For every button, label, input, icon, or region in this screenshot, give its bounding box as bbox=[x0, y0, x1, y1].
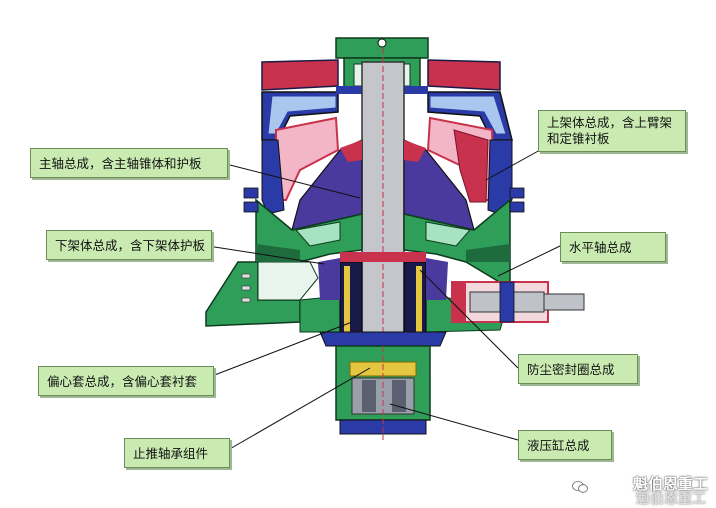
mantle-cone bbox=[291, 139, 475, 231]
lower-frame-label: 下架体总成，含下架体护板 bbox=[46, 230, 212, 260]
hydraulic-cylinder-label: 液压缸总成 bbox=[518, 430, 612, 460]
horizontal-shaft-assembly bbox=[451, 281, 585, 323]
thrust-bearing-label: 止推轴承组件 bbox=[124, 438, 230, 468]
wechat-icon bbox=[572, 481, 588, 493]
dust-seal-assembly bbox=[319, 331, 447, 347]
main-shaft bbox=[361, 48, 405, 440]
main-shaft-label: 主轴总成，含主轴锥体和护板 bbox=[30, 148, 228, 178]
watermark-text-secondary: 魁伯恩重工 bbox=[636, 491, 706, 507]
eccentric-label: 偏心套总成，含偏心套衬套 bbox=[38, 366, 214, 396]
watermark-text: 魁伯恩重工 bbox=[632, 475, 708, 493]
leader-lines bbox=[207, 149, 561, 451]
upper-frame-label: 上架体总成，含上臂架和定锥衬板 bbox=[538, 110, 686, 152]
upper-frame-assembly bbox=[261, 59, 513, 215]
horizontal-shaft-label: 水平轴总成 bbox=[560, 232, 666, 262]
hydraulic-cylinder-assembly bbox=[335, 345, 431, 440]
dust-seal-label: 防尘密封圈总成 bbox=[518, 354, 638, 384]
